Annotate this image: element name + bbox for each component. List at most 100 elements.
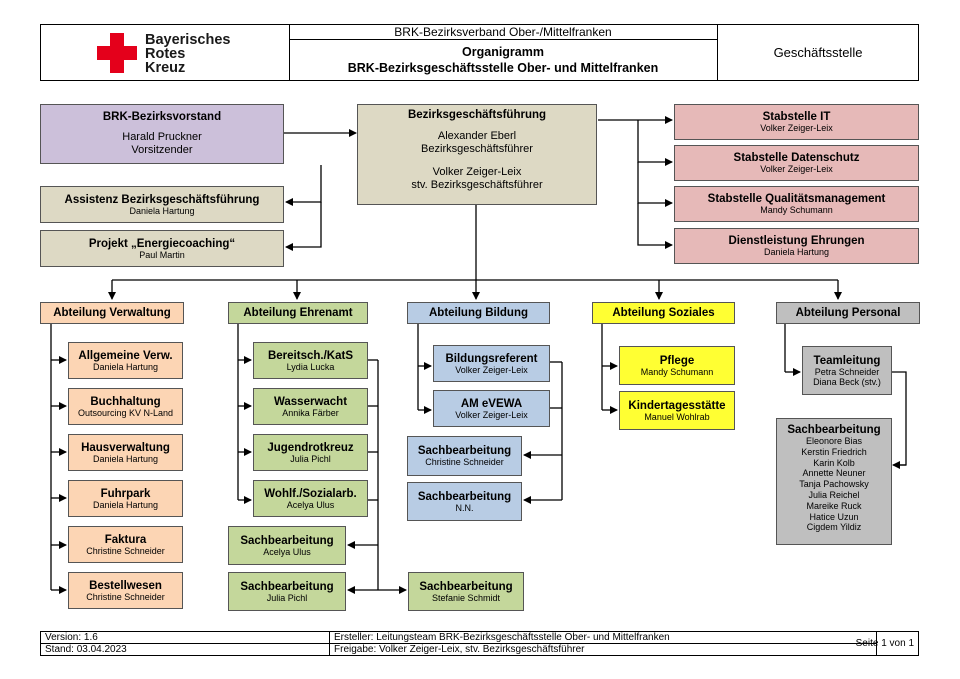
box-title: Sachbearbeitung bbox=[417, 490, 512, 503]
document-header: Bayerisches Rotes Kreuz BRK-Bezirksverba… bbox=[40, 24, 919, 81]
document-footer: Version: 1.6 Stand: 03.04.2023 Ersteller… bbox=[40, 631, 919, 656]
stab-it-box: Stabstelle IT Volker Zeiger-Leix bbox=[674, 104, 919, 140]
dept-title: Abteilung Bildung bbox=[428, 307, 528, 319]
footer-page-number: Seite 1 von 1 bbox=[855, 638, 914, 649]
box-name: Manuel Wohlrab bbox=[644, 411, 710, 422]
sachbearbeitung-box: Sachbearbeitung N.N. bbox=[407, 482, 522, 521]
stab-qm-box: Stabstelle Qualitätsmanagement Mandy Sch… bbox=[674, 186, 919, 222]
org-name: BRK-Bezirksverband Ober-/Mittelfranken bbox=[289, 25, 717, 40]
box-name: Volker Zeiger-Leix bbox=[760, 164, 833, 174]
dept-title: Abteilung Soziales bbox=[612, 307, 715, 319]
dept-personal-head: Abteilung Personal bbox=[776, 302, 920, 324]
unit-box: Wasserwacht Annika Färber bbox=[253, 388, 368, 425]
box-name: Daniela Hartung bbox=[92, 361, 159, 372]
dept-verwaltung-head: Abteilung Verwaltung bbox=[40, 302, 184, 324]
box-title: Wasserwacht bbox=[273, 395, 348, 408]
ehrungen-box: Dienstleistung Ehrungen Daniela Hartung bbox=[674, 228, 919, 264]
unit-box: Jugendrotkreuz Julia Pichl bbox=[253, 434, 368, 471]
box-title: Stabstelle IT bbox=[762, 111, 831, 123]
unit-box: Bildungsreferent Volker Zeiger-Leix bbox=[433, 345, 550, 382]
box-title: Buchhaltung bbox=[90, 395, 161, 408]
box-role: Vorsitzender bbox=[131, 144, 193, 156]
box-title: Jugendrotkreuz bbox=[267, 441, 354, 454]
footer-approval: Freigabe: Volker Zeiger-Leix, stv. Bezir… bbox=[334, 644, 585, 655]
box-title: Sachbearbeitung bbox=[787, 424, 881, 436]
sachbearbeitung-box: Sachbearbeitung Christine Schneider bbox=[407, 436, 522, 476]
box-title: Sachbearbeitung bbox=[419, 580, 513, 593]
box-title: Bestellwesen bbox=[89, 579, 162, 592]
box-name: Acelya Ulus bbox=[286, 499, 335, 510]
unit-box: Bereitsch./KatS Lydia Lucka bbox=[253, 342, 368, 379]
box-title: AM eVEWA bbox=[460, 397, 523, 410]
brand-line: Bayerisches bbox=[145, 32, 231, 48]
box-name: Lydia Lucka bbox=[286, 361, 335, 372]
sachbearbeitung-box: Sachbearbeitung Acelya Ulus bbox=[228, 526, 346, 565]
box-title: Stabstelle Qualitätsmanagement bbox=[707, 193, 886, 205]
box-name: Julia Reichel bbox=[808, 489, 860, 500]
box-name: Mandy Schumann bbox=[760, 205, 833, 215]
box-name: Karin Kolb bbox=[813, 457, 855, 468]
box-name: Harald Pruckner bbox=[122, 131, 202, 143]
header-section: Geschäftsstelle bbox=[773, 45, 863, 60]
box-name: Stefanie Schmidt bbox=[431, 592, 501, 603]
box-title: Faktura bbox=[104, 533, 147, 546]
box-name: Tanja Pachowsky bbox=[799, 479, 869, 490]
title-cell: BRK-Bezirksverband Ober-/Mittelfranken O… bbox=[289, 25, 718, 80]
unit-box: Buchhaltung Outsourcing KV N-Land bbox=[68, 388, 183, 425]
box-name: Christine Schneider bbox=[86, 545, 165, 556]
assistenz-box: Assistenz Bezirksgeschäftsführung Daniel… bbox=[40, 186, 284, 223]
sachbearbeitung-box: Sachbearbeitung Julia Pichl bbox=[228, 572, 346, 611]
vorstand-box: BRK-Bezirksvorstand Harald Pruckner Vors… bbox=[40, 104, 284, 164]
box-name: Mandy Schumann bbox=[640, 366, 714, 377]
box-name: Julia Pichl bbox=[266, 592, 308, 603]
projekt-box: Projekt „Energiecoaching“ Paul Martin bbox=[40, 230, 284, 267]
box-name: Paul Martin bbox=[139, 249, 185, 260]
box-name: Outsourcing KV N-Land bbox=[77, 407, 174, 418]
box-title: Sachbearbeitung bbox=[417, 445, 512, 457]
red-cross-logo bbox=[97, 33, 137, 73]
box-name: Diana Beck (stv.) bbox=[813, 376, 881, 387]
box-title: Sachbearbeitung bbox=[240, 534, 334, 547]
brand-line: Kreuz bbox=[145, 60, 186, 76]
box-title: Bezirksgeschäftsführung bbox=[407, 109, 547, 121]
box-role: stv. Bezirksgeschäftsführer bbox=[411, 179, 543, 191]
unit-box: Pflege Mandy Schumann bbox=[619, 346, 735, 385]
dept-soziales-head: Abteilung Soziales bbox=[592, 302, 735, 324]
box-title: Wohlf./Sozialarb. bbox=[264, 487, 357, 500]
box-title: Kindertagesstätte bbox=[628, 399, 726, 412]
box-name: Julia Pichl bbox=[290, 453, 331, 464]
box-title: Projekt „Energiecoaching“ bbox=[88, 237, 236, 250]
box-name: Kerstin Friedrich bbox=[801, 446, 867, 457]
box-name: Volker Zeiger-Leix bbox=[455, 409, 528, 420]
box-name: Mareike Ruck bbox=[806, 500, 862, 511]
box-name: Hatice Uzun bbox=[809, 511, 859, 522]
unit-box: Bestellwesen Christine Schneider bbox=[68, 572, 183, 609]
dept-title: Abteilung Personal bbox=[795, 307, 901, 319]
footer-date: Stand: 03.04.2023 bbox=[45, 644, 127, 655]
box-title: Bereitsch./KatS bbox=[267, 349, 353, 362]
box-title: Hausverwaltung bbox=[81, 441, 170, 454]
doc-title: Organigramm BRK-Bezirksgeschäftsstelle O… bbox=[289, 40, 717, 76]
box-title: Assistenz Bezirksgeschäftsführung bbox=[64, 193, 260, 206]
box-title: Dienstleistung Ehrungen bbox=[728, 235, 865, 247]
box-name: Daniela Hartung bbox=[129, 205, 195, 216]
box-name: Alexander Eberl bbox=[437, 130, 517, 142]
unit-box: Hausverwaltung Daniela Hartung bbox=[68, 434, 183, 471]
footer-version: Version: 1.6 bbox=[41, 632, 329, 644]
logo-cell: Bayerisches Rotes Kreuz bbox=[41, 25, 290, 80]
unit-box: AM eVEWA Volker Zeiger-Leix bbox=[433, 390, 550, 427]
box-name: Daniela Hartung bbox=[92, 453, 159, 464]
box-name: Petra Schneider bbox=[814, 366, 880, 377]
unit-box: Faktura Christine Schneider bbox=[68, 526, 183, 563]
teamleitung-box: Teamleitung Petra Schneider Diana Beck (… bbox=[802, 346, 892, 395]
box-title: Allgemeine Verw. bbox=[78, 349, 173, 362]
footer-author-cell: Ersteller: Leitungsteam BRK-Bezirksgesch… bbox=[330, 632, 877, 655]
box-title: Bildungsreferent bbox=[445, 352, 538, 365]
box-title: Sachbearbeitung bbox=[240, 580, 334, 593]
box-title: BRK-Bezirksvorstand bbox=[102, 111, 222, 123]
dept-title: Abteilung Ehrenamt bbox=[243, 307, 353, 319]
box-name: Annette Neuner bbox=[802, 468, 866, 479]
dept-bildung-head: Abteilung Bildung bbox=[407, 302, 550, 324]
box-name: Christine Schneider bbox=[86, 591, 165, 602]
